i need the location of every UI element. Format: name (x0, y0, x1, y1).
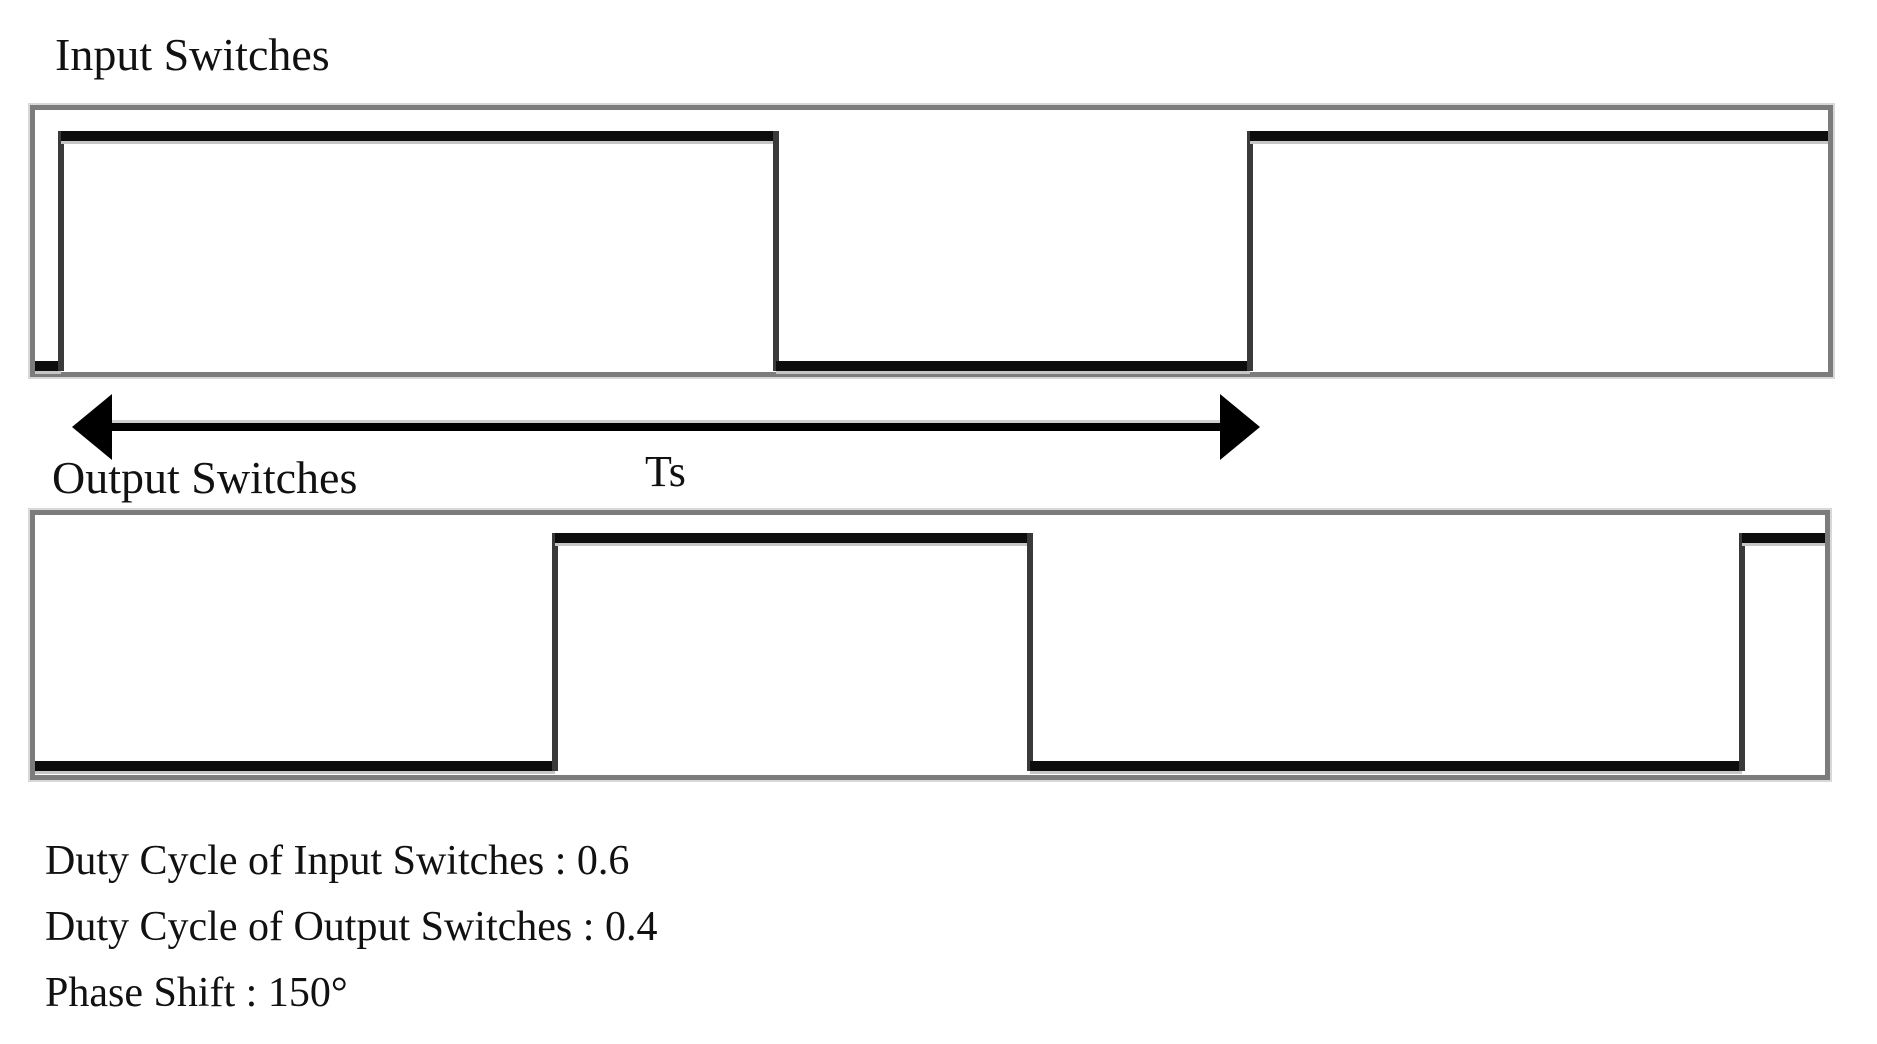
output-waveform-box (30, 510, 1830, 780)
waveform-segment (1739, 533, 1745, 771)
waveform-segment (1030, 761, 1742, 771)
waveform-segment (552, 533, 558, 771)
period-label: Ts (645, 447, 686, 496)
waveform-segment (61, 131, 776, 141)
input-waveform-box (30, 105, 1833, 377)
annotation-phase-shift: Phase Shift : 150° (45, 970, 348, 1016)
annotations-block: Duty Cycle of Input Switches : 0.6 Duty … (45, 828, 657, 1026)
input-waveform-label: Input Switches (55, 29, 330, 80)
period-arrow-line (108, 423, 1220, 431)
waveform-segment (1742, 533, 1825, 543)
waveform-segment (555, 533, 1030, 543)
waveform-segment (35, 761, 555, 771)
waveform-segment (1027, 533, 1033, 771)
output-waveform-label: Output Switches (52, 452, 358, 503)
waveform-segment (35, 361, 61, 371)
waveform-segment (58, 131, 64, 371)
waveform-segment (1247, 131, 1253, 371)
period-arrow-left-head (72, 394, 112, 460)
waveform-segment (773, 131, 779, 371)
annotation-output-duty: Duty Cycle of Output Switches : 0.4 (45, 904, 658, 950)
waveform-segment (1250, 131, 1828, 141)
waveform-segment (776, 361, 1250, 371)
period-arrow-right-head (1220, 394, 1260, 460)
annotation-input-duty: Duty Cycle of Input Switches : 0.6 (45, 838, 630, 884)
